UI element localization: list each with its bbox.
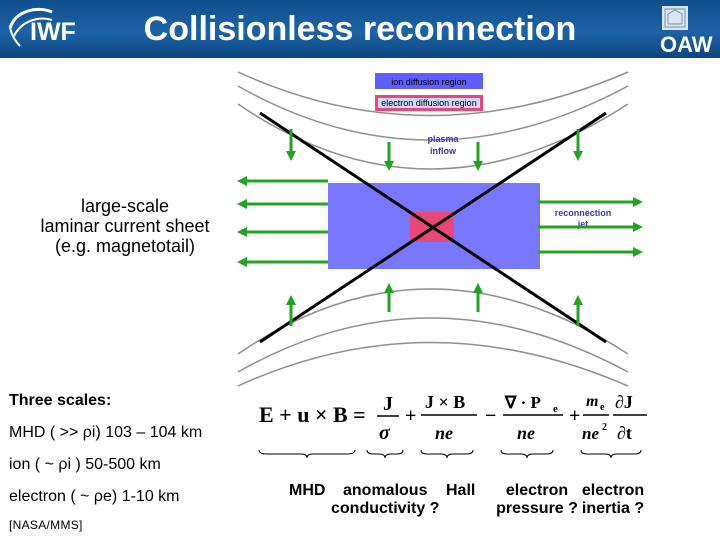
svg-text:ne: ne: [517, 423, 535, 443]
generalized-ohms-law-equation: E + u × B = J σ + J × B ne − ∇ · P e ne …: [258, 392, 647, 459]
svg-text:ne: ne: [435, 423, 453, 443]
equation-braces: [258, 449, 642, 459]
svg-text:E + u × B =: E + u × B =: [259, 402, 366, 427]
svg-text:∂t: ∂t: [617, 423, 632, 443]
current-sheet-label: large-scale laminar current sheet (e.g. …: [20, 196, 230, 256]
inflow-label-line1: plasma: [427, 134, 459, 144]
svg-text:+: +: [405, 405, 416, 427]
term-anomalous-line1: anomalous: [343, 482, 428, 499]
svg-text:∂J: ∂J: [615, 392, 633, 412]
jet-label-line2: jet: [577, 219, 589, 229]
oaw-logo-text: OAW: [660, 32, 713, 57]
svg-text:−: −: [485, 405, 496, 427]
svg-text:∇ · P: ∇ · P: [504, 393, 541, 412]
scales-heading: Three scales:: [9, 392, 112, 409]
svg-text:2: 2: [602, 422, 607, 433]
separatrix-lines: [259, 111, 607, 344]
citation: [NASA/MMS]: [9, 518, 83, 532]
svg-text:e: e: [600, 402, 605, 413]
scale-mhd: MHD ( >> ρi) 103 – 104 km: [9, 424, 203, 441]
iwf-logo-text: IWF: [30, 18, 76, 46]
term-pressure-label: electron pressure ?: [492, 482, 582, 518]
term-inertia-line1: electron: [581, 482, 645, 499]
page-title: Collisionless reconnection: [143, 10, 577, 48]
flow-arrows: [237, 129, 643, 326]
legend-ion-text: ion diffusion region: [391, 77, 466, 87]
svg-text:e: e: [553, 403, 558, 415]
term-hall-label: Hall: [446, 482, 476, 499]
scale-ion: ion ( ~ ρi ) 50-500 km: [9, 456, 161, 473]
oaw-logo: [662, 6, 688, 30]
term-anomalous-label: anomalous conductivity ?: [323, 482, 473, 518]
term-pressure-line1: electron: [505, 482, 569, 499]
current-sheet-label-line3: (e.g. magnetotail): [54, 236, 196, 256]
scale-electron: electron ( ~ ρe) 1-10 km: [9, 488, 180, 505]
term-anomalous-line2: conductivity ?: [331, 500, 440, 517]
iwf-logo: [8, 7, 53, 47]
svg-text:J: J: [383, 393, 393, 415]
inflow-label-line2: inflow: [430, 146, 457, 156]
legend-ion-box: [375, 73, 483, 89]
svg-text:σ: σ: [379, 422, 391, 444]
term-mhd-label: MHD: [289, 482, 326, 499]
reconnection-diagram: ion diffusion region electron diffusion …: [237, 71, 643, 387]
jet-label-line1: reconnection: [555, 208, 612, 218]
term-inertia-label: electron inertia ?: [576, 482, 650, 518]
legend-electron-text: electron diffusion region: [381, 98, 476, 108]
svg-text:J × B: J × B: [425, 392, 465, 412]
svg-text:m: m: [586, 393, 598, 410]
term-pressure-line2: pressure ?: [496, 500, 578, 517]
term-inertia-line2: inertia ?: [581, 500, 645, 517]
header-bar: IWF Collisionless reconnection OAW: [0, 0, 720, 58]
current-sheet-label-line2: laminar current sheet: [40, 216, 210, 236]
svg-text:+: +: [569, 405, 580, 427]
svg-text:ne: ne: [582, 424, 599, 443]
field-lines: [237, 71, 629, 387]
current-sheet-label-line1: large-scale: [80, 196, 170, 216]
